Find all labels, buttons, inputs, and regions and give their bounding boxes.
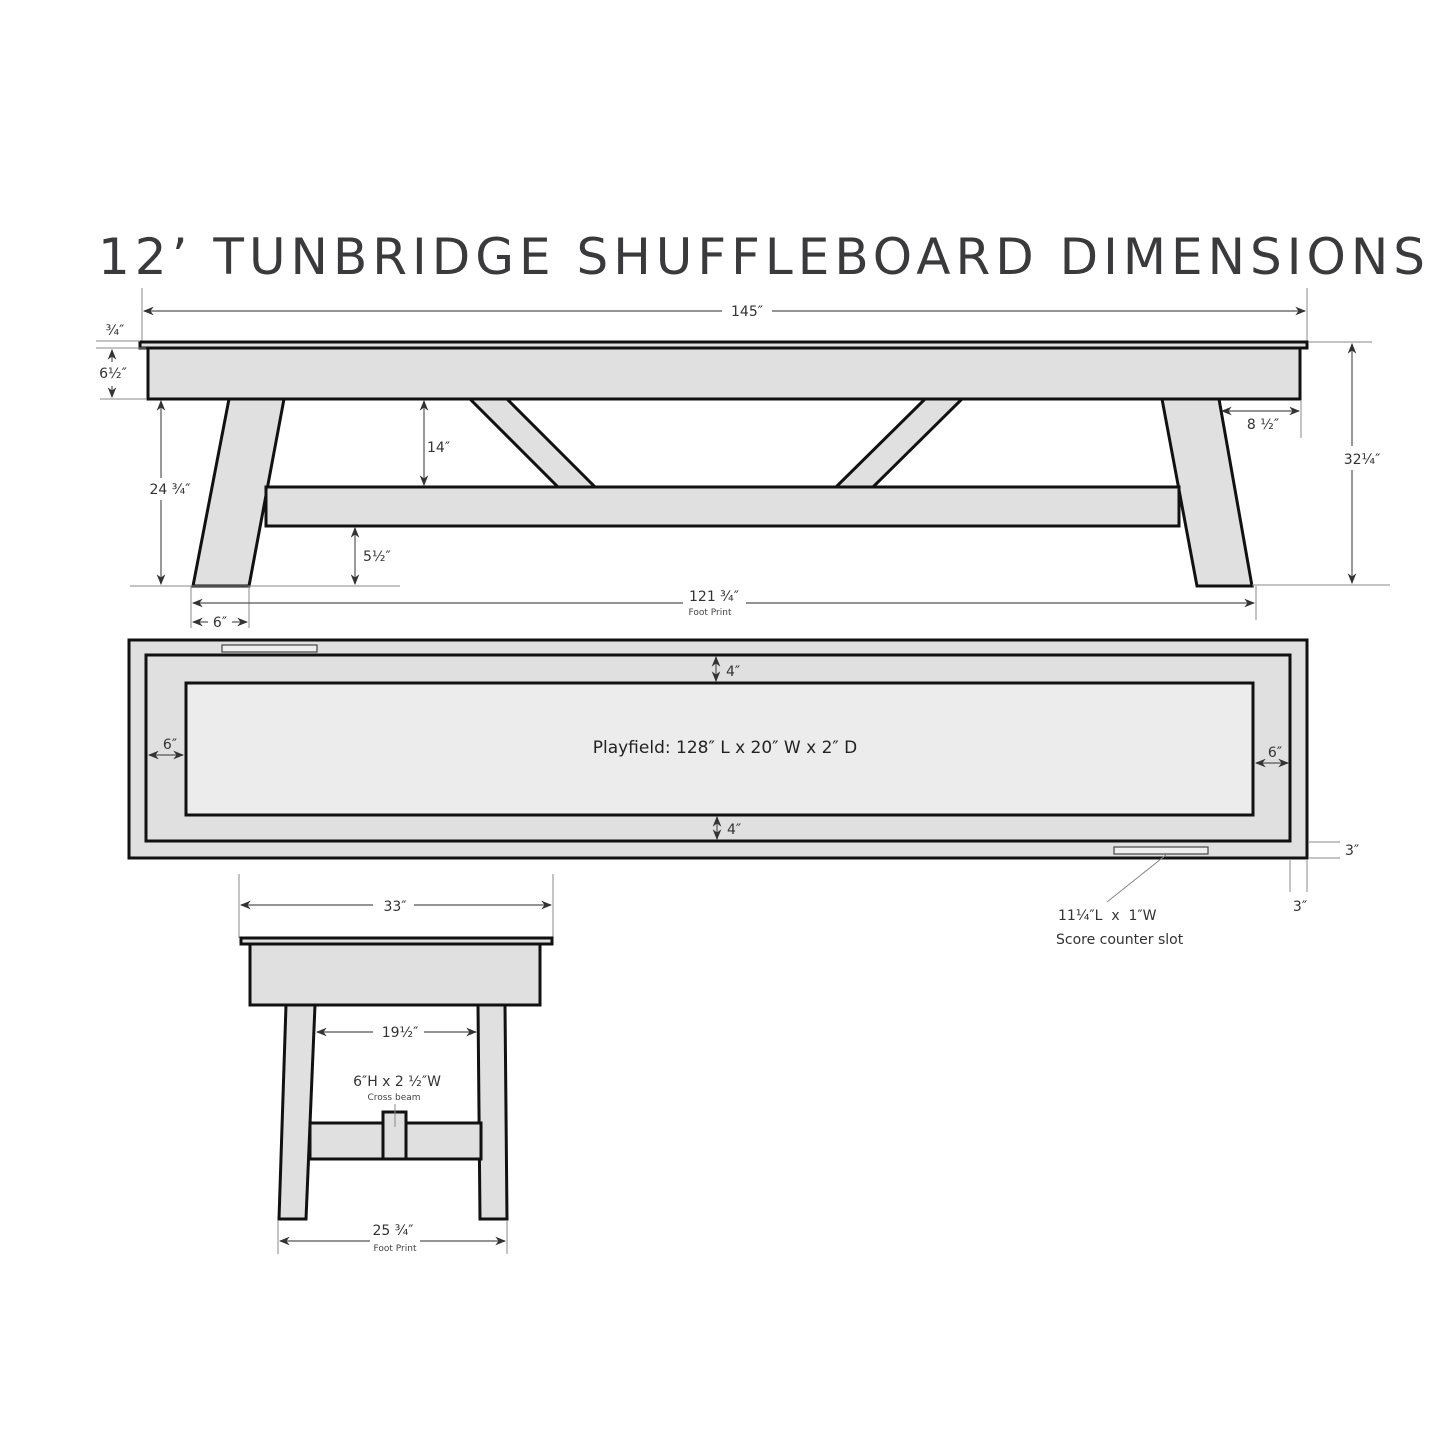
score-counter-slot-top [221, 644, 318, 653]
left-brace [466, 397, 599, 489]
leg-height-label: 24 ¾″ [149, 482, 190, 498]
gutter-left-label: 6″ [163, 737, 177, 753]
overall-width-label: 33″ [383, 899, 406, 915]
footprint-width-caption: Foot Print [374, 1244, 417, 1254]
stretcher [264, 485, 1181, 528]
end-view: 33″ 19½″ 6″H x 2 ½″W Cross beam 25 ¾″ Fo… [238, 874, 554, 1254]
end-apron [248, 942, 542, 1007]
leg-inset-label: 8 ½″ [1247, 417, 1279, 433]
score-counter-slot-bottom [1113, 846, 1209, 855]
total-height-label: 32¼″ [1344, 452, 1381, 468]
apron-height-label: 6½″ [99, 366, 127, 382]
top-view: Playfield: 128″ L x 20″ W x 2″ D 4″ 4″ 6… [127, 638, 1359, 948]
footprint-caption: Foot Print [689, 608, 732, 618]
playfield-label: Playfield: 128″ L x 20″ W x 2″ D [593, 738, 858, 758]
page-title: 12’ TUNBRIDGE SHUFFLEBOARD DIMENSIONS [98, 228, 1430, 286]
inner-leg-span-label: 19½″ [382, 1025, 419, 1041]
gutter-right-label: 6″ [1268, 745, 1282, 761]
side-view: 145″ ¾″ 6½″ 24 ¾″ 14″ 5½″ [96, 288, 1390, 631]
cross-beam-caption: Cross beam [367, 1093, 420, 1103]
callout-leader [1106, 854, 1167, 903]
leg-width-label: 6″ [213, 615, 227, 631]
footprint-length-label: 121 ¾″ [689, 589, 739, 605]
gutter-top-label: 4″ [726, 664, 740, 680]
apron [146, 346, 1302, 401]
overall-length-label: 145″ [731, 304, 763, 320]
stretcher-clearance-label: 5½″ [363, 549, 391, 565]
top-thickness-label: ¾″ [106, 323, 125, 339]
slot-size-label: 11¼″L x 1″W [1058, 908, 1157, 924]
gutter-bottom-label: 4″ [727, 822, 741, 838]
table-top [138, 340, 1309, 350]
right-brace [832, 397, 966, 489]
cross-beam-size-label: 6″H x 2 ½″W [353, 1074, 441, 1090]
footprint-width-label: 25 ¾″ [372, 1223, 413, 1239]
brace-height-label: 14″ [427, 440, 450, 456]
slot-caption: Score counter slot [1056, 932, 1184, 948]
playfield [184, 681, 1255, 817]
end-left-leg [277, 1003, 317, 1221]
end-top [239, 936, 554, 946]
rail-side-label: 3″ [1345, 843, 1359, 859]
end-right-leg [476, 1003, 509, 1221]
rail-end-label: 3″ [1293, 899, 1307, 915]
